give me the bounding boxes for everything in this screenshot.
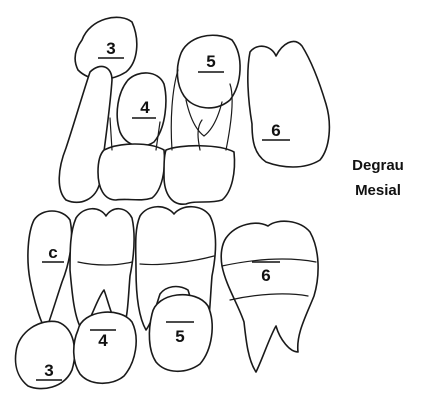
tooth-label: 6 — [271, 121, 280, 140]
caption-line-2: Mesial — [355, 182, 401, 199]
tooth-label: 5 — [175, 327, 184, 346]
tooth-label: 6 — [261, 266, 270, 285]
tooth-label: c — [48, 243, 57, 262]
lower-canine-3: 3 — [16, 321, 75, 388]
tooth-label: 4 — [98, 331, 108, 350]
tooth-label: 3 — [106, 39, 115, 58]
tooth-label: 4 — [140, 98, 150, 117]
tooth-label: 3 — [44, 361, 53, 380]
caption-line-1: Degrau — [352, 157, 404, 174]
lower-premolar-5: 5 — [149, 295, 212, 372]
lower-molar-6: 6 — [221, 221, 318, 372]
caption: Degrau Mesial — [352, 157, 404, 199]
upper-molar-6: 6 — [248, 41, 330, 167]
lower-premolar-4: 4 — [74, 312, 136, 383]
lower-deciduous-canine-c: c — [28, 211, 72, 330]
tooth-label: 5 — [206, 52, 215, 71]
